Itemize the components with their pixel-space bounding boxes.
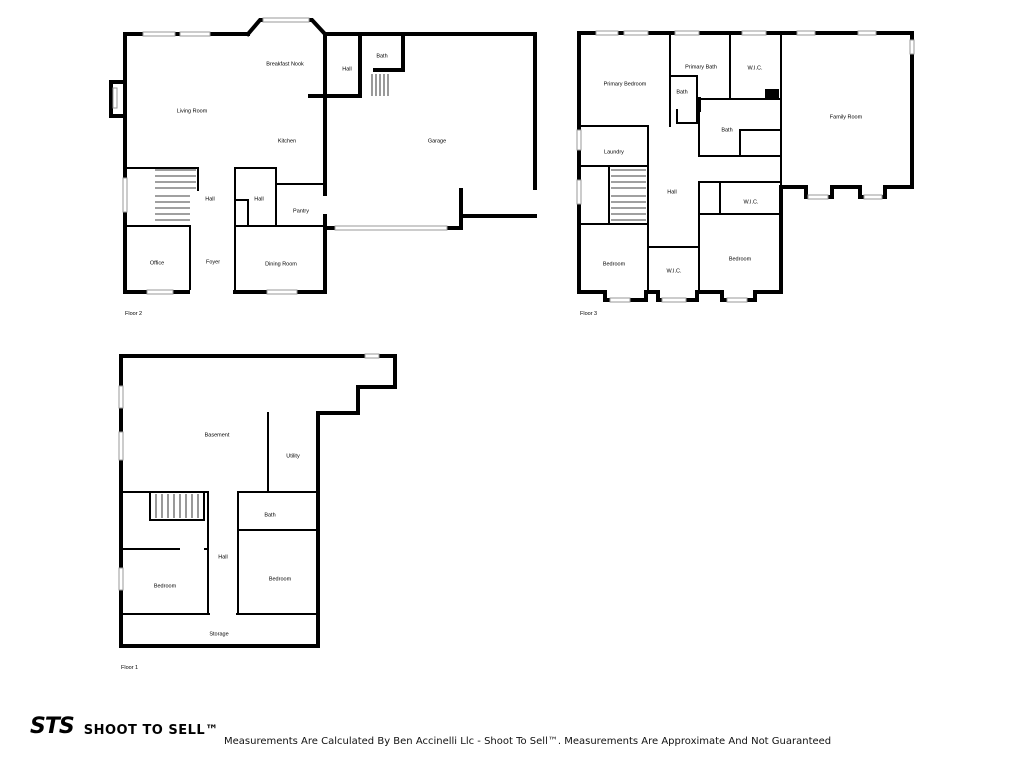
room-label-living-room: Living Room	[177, 108, 208, 114]
room-label-primary-bedroom: Primary Bedroom	[604, 81, 647, 87]
room-label-bedroom-right: Bedroom	[729, 256, 752, 262]
room-label-foyer: Foyer	[206, 259, 220, 265]
room-label-bedroom-right: Bedroom	[269, 576, 292, 582]
room-label-breakfast-nook: Breakfast Nook	[266, 61, 304, 67]
room-label-bath-small: Bath	[676, 89, 687, 95]
room-label-office: Office	[150, 260, 164, 266]
room-label-hall-small: Hall	[254, 196, 263, 202]
room-label-primary-bath: Primary Bath	[685, 64, 717, 70]
room-label-hall-stairs: Hall	[205, 196, 214, 202]
logo-mark: STS	[30, 714, 75, 739]
room-label-bath: Bath	[721, 127, 732, 133]
room-label-kitchen: Kitchen	[278, 138, 296, 144]
floor-2-plan: Breakfast Nook Hall Bath Living Room Kit…	[109, 17, 539, 317]
room-label-laundry: Laundry	[604, 149, 624, 155]
floor-3-plan: Primary Bedroom Primary Bath W.I.C. Bath…	[576, 30, 915, 317]
room-label-basement: Basement	[205, 432, 230, 438]
room-label-family-room: Family Room	[830, 114, 863, 120]
room-label-bedroom-left: Bedroom	[603, 261, 626, 267]
room-label-storage: Storage	[209, 631, 228, 637]
room-label-pantry: Pantry	[293, 208, 309, 214]
floor-1-plan: Basement Utility Bath Hall Bedroom Bedro…	[118, 353, 397, 671]
room-label-dining-room: Dining Room	[265, 261, 297, 267]
measurement-disclaimer: Measurements Are Calculated By Ben Accin…	[224, 736, 832, 747]
room-label-hall-top: Hall	[342, 66, 351, 72]
room-label-bath: Bath	[376, 53, 387, 59]
room-label-garage: Garage	[428, 138, 446, 144]
room-label-hall: Hall	[218, 554, 227, 560]
room-label-bedroom-left: Bedroom	[154, 583, 177, 589]
room-label-wic-center: W.I.C.	[667, 268, 682, 274]
room-label-wic-primary: W.I.C.	[748, 65, 763, 71]
room-label-bath: Bath	[264, 512, 275, 518]
room-label-utility: Utility	[286, 453, 300, 459]
company-logo: STS SHOOT TO SELL™	[30, 716, 219, 738]
room-label-wic-right: W.I.C.	[744, 199, 759, 205]
logo-text: SHOOT TO SELL™	[83, 722, 219, 738]
floor-2-label: Floor 2	[125, 311, 142, 317]
floor-3-label: Floor 3	[580, 311, 597, 317]
floor-1-label: Floor 1	[121, 665, 138, 671]
room-label-hall: Hall	[667, 189, 676, 195]
